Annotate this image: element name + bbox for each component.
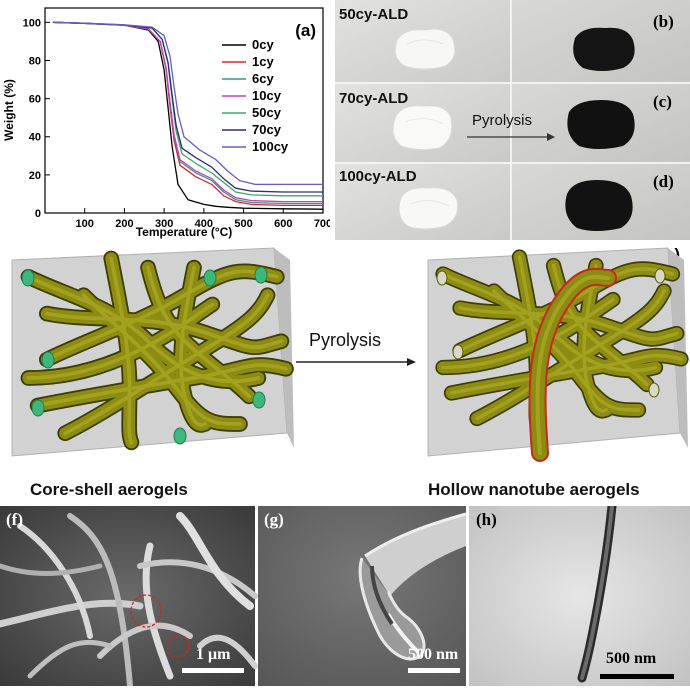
black-aerogel-sample-50	[573, 27, 635, 71]
legend-label-100cy: 100cy	[252, 139, 289, 154]
panel-label-b: (b)	[653, 12, 674, 31]
legend-label-1cy: 1cy	[252, 54, 274, 69]
y-tick-label: 80	[29, 55, 41, 67]
panel-label-h: (h)	[476, 510, 497, 529]
white-aerogel-sample-100	[398, 187, 459, 230]
y-tick-label: 20	[29, 170, 41, 182]
series-line-0cy	[52, 21, 324, 210]
series-line-6cy	[52, 21, 323, 205]
white-aerogel-sample-50	[394, 28, 456, 70]
panel-label-c: (c)	[653, 92, 672, 111]
black-aerogel-sample-70	[567, 100, 635, 149]
panel-label-g: (g)	[264, 510, 284, 529]
series-line-1cy	[52, 21, 323, 207]
micrograph-panel: (f) (g) (h) 1 μm 500 nm 500 nm	[0, 501, 690, 689]
photo-label-70cy: 70cy-ALD	[339, 90, 409, 107]
y-tick-label: 0	[35, 208, 41, 220]
series-line-10cy	[52, 21, 323, 203]
photo-label-100cy: 100cy-ALD	[339, 168, 417, 185]
x-tick-label: 700	[314, 218, 330, 230]
tick-group: 100 200 300 400 500 600 700 0 20 40 60 80 100	[23, 17, 333, 230]
schematic-panel: Pyrolysis (e) Core-shell aerogels Hollow…	[0, 240, 690, 508]
legend-label-6cy: 6cy	[252, 71, 274, 86]
plot-frame	[44, 7, 324, 214]
series-group	[52, 21, 324, 210]
caption-core-shell: Core-shell aerogels	[30, 480, 188, 499]
x-tick-label: 200	[115, 218, 133, 230]
x-axis-label: Temperature (°C)	[136, 225, 233, 239]
pyrolysis-arrow-head	[547, 133, 555, 141]
legend-label-70cy: 70cy	[252, 122, 282, 137]
legend-label-50cy: 50cy	[252, 105, 282, 120]
y-tick-label: 100	[23, 17, 41, 29]
highlight-circle-2	[166, 634, 190, 658]
scale-label-g: 500 nm	[408, 646, 459, 663]
panel-label-f: (f)	[6, 510, 23, 529]
legend: 0cy 1cy 6cy 10cy 50cy 70cy 100cy	[222, 37, 289, 154]
tem-image-h	[469, 501, 690, 686]
x-tick-label: 600	[274, 218, 292, 230]
legend-label-0cy: 0cy	[252, 37, 274, 52]
legend-label-10cy: 10cy	[252, 88, 282, 103]
x-tick-label: 300	[155, 218, 173, 230]
highlight-circle-1	[130, 594, 162, 628]
schematic-arrow-head	[407, 358, 416, 366]
scale-bar-f	[182, 668, 244, 673]
scale-bar-h	[600, 674, 674, 679]
scale-label-h: 500 nm	[606, 650, 657, 667]
y-tick-label: 40	[29, 132, 41, 144]
core-shell-schematic	[11, 247, 294, 457]
pyrolysis-arrow-label: Pyrolysis	[472, 112, 533, 129]
schematic-arrow-label: Pyrolysis	[309, 330, 381, 350]
photo-label-50cy: 50cy-ALD	[339, 6, 409, 23]
sem-image-f	[0, 506, 258, 689]
series-line-50cy	[52, 21, 323, 197]
panel-label-a: (a)	[295, 21, 316, 40]
series-line-100cy	[52, 21, 323, 186]
x-tick-label: 500	[234, 218, 252, 230]
photo-panel: 50cy-ALD 70cy-ALD 100cy-ALD Pyrolysis (b…	[335, 0, 690, 240]
scale-label-f: 1 μm	[196, 646, 231, 663]
y-tick-label: 60	[29, 94, 41, 106]
schematic-svg: Pyrolysis (e)	[11, 245, 690, 462]
panel-label-d: (d)	[653, 172, 674, 191]
scale-bar-g	[408, 668, 460, 673]
x-tick-label: 100	[76, 218, 94, 230]
tga-chart-panel: 100 200 300 400 500 600 700 0 20 40 60 80 100 0cy 1cy…	[0, 0, 333, 240]
micrograph-svg	[0, 501, 690, 689]
black-aerogel-sample-100	[565, 180, 633, 231]
white-aerogel-sample-70	[392, 105, 453, 151]
tga-chart: 100 200 300 400 500 600 700 0 20 40 60 80 100 0cy 1cy…	[2, 7, 333, 239]
caption-hollow-nanotube: Hollow nanotube aerogels	[428, 480, 640, 499]
hollow-nanotube-schematic	[427, 247, 688, 462]
y-axis-label: Weight (%)	[2, 79, 16, 141]
sem-image-g	[258, 506, 467, 686]
x-tick-label: 400	[195, 218, 213, 230]
photo-backgrounds	[335, 0, 690, 240]
